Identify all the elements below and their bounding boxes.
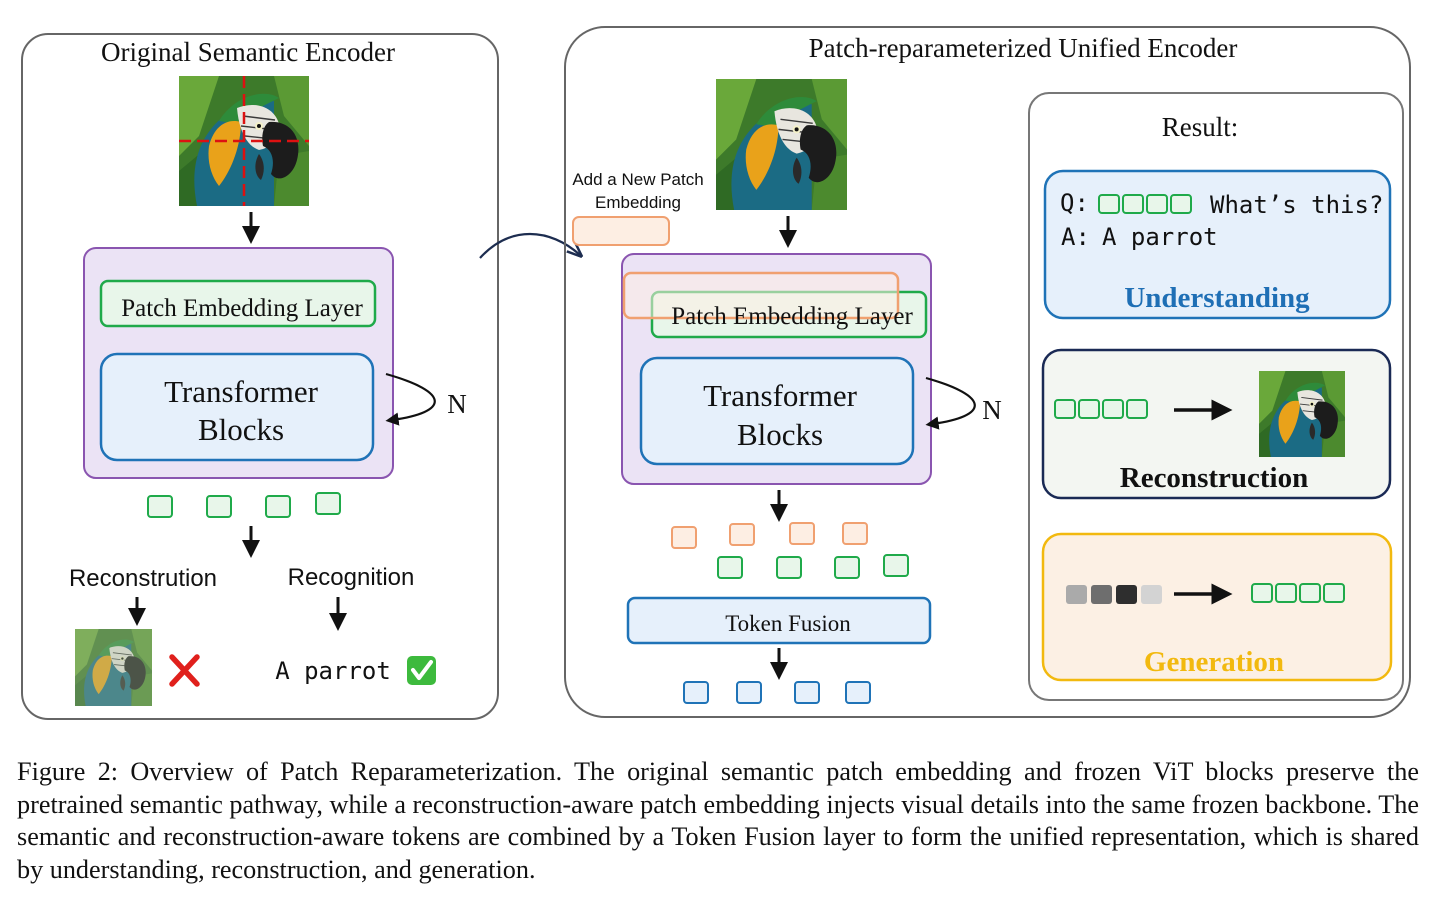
left-transformer-label-line1: Transformer — [164, 374, 319, 409]
green-token — [1323, 583, 1345, 603]
orange-token — [789, 522, 815, 545]
new-patch-label-line1: Add a New Patch — [572, 170, 703, 189]
left-patch-embedding-layer — [99, 279, 377, 328]
green-token — [776, 556, 802, 579]
understanding-question-prefix: Q: — [1060, 189, 1089, 217]
understanding-question-tokens — [1098, 194, 1192, 214]
green-token — [1122, 194, 1144, 214]
left-panel — [21, 33, 499, 720]
generation-noise-tokens — [1066, 585, 1162, 604]
red-cross-icon — [169, 654, 200, 687]
generation-card — [1041, 532, 1393, 682]
left-patch-embedding-label: Patch Embedding Layer — [121, 295, 363, 322]
generation-label: Generation — [1144, 646, 1284, 678]
left-token — [265, 495, 291, 518]
green-token — [834, 556, 860, 579]
figure-caption: Figure 2: Overview of Patch Reparameteri… — [17, 757, 1419, 884]
noise-token — [1066, 585, 1087, 604]
reconstruction-label: Reconstruction — [1120, 462, 1308, 494]
reconstruction-output-image — [1259, 371, 1345, 457]
green-token — [1098, 194, 1120, 214]
orange-token — [671, 526, 697, 549]
blue-token — [794, 681, 820, 704]
orange-token — [729, 523, 755, 546]
right-transformer-label-line2: Blocks — [737, 417, 823, 452]
right-repeat-loop — [925, 376, 976, 430]
green-token — [1146, 194, 1168, 214]
green-token — [717, 556, 743, 579]
left-reconstructed-image — [75, 629, 152, 706]
new-patch-label-line2: Embedding — [595, 193, 681, 212]
right-transformer-label-line1: Transformer — [703, 378, 858, 413]
right-input-image — [716, 78, 847, 211]
unified-tokens — [683, 681, 871, 704]
right-transformer-blocks — [639, 356, 915, 466]
left-panel-title: Original Semantic Encoder — [101, 37, 395, 67]
green-token — [1126, 399, 1148, 419]
left-token — [315, 492, 341, 515]
left-reconstruction-label: Reconstrution — [69, 565, 217, 592]
green-token — [1078, 399, 1100, 419]
left-transformer-label-line2: Blocks — [198, 412, 284, 447]
blue-token — [683, 681, 709, 704]
token-fusion-box — [626, 596, 932, 645]
green-token — [1299, 583, 1321, 603]
left-input-image — [179, 76, 309, 206]
green-token — [883, 554, 909, 577]
green-token — [1054, 399, 1076, 419]
left-semantic-tokens — [147, 492, 341, 518]
left-recognition-label: Recognition — [288, 564, 415, 591]
left-transformer-blocks — [99, 352, 375, 462]
green-check-icon — [407, 656, 436, 685]
left-repeat-loop — [385, 372, 436, 426]
result-panel-title: Result: — [1162, 112, 1239, 142]
blue-token — [736, 681, 762, 704]
right-panel — [564, 26, 1411, 718]
left-repeat-label: N — [447, 389, 467, 419]
right-panel-title: Patch-reparameterized Unified Encoder — [809, 33, 1238, 63]
new-patch-embedding-box — [572, 216, 670, 246]
noise-token — [1141, 585, 1162, 604]
reconstruction-aware-tokens — [671, 522, 868, 549]
left-token — [147, 495, 173, 518]
noise-token — [1116, 585, 1137, 604]
understanding-answer-prefix: A: — [1061, 223, 1090, 251]
noise-token — [1091, 585, 1112, 604]
blue-token — [845, 681, 871, 704]
green-token — [1251, 583, 1273, 603]
left-token — [206, 495, 232, 518]
understanding-answer-text: A parrot — [1102, 223, 1218, 251]
understanding-question-text: What’s this? — [1210, 191, 1383, 219]
left-recognition-result: A parrot — [275, 657, 391, 685]
result-panel — [1028, 92, 1404, 701]
right-repeat-label: N — [982, 395, 1002, 425]
token-fusion-label: Token Fusion — [725, 611, 851, 636]
generation-output-tokens — [1251, 583, 1345, 603]
green-token — [1275, 583, 1297, 603]
semantic-tokens — [717, 554, 909, 579]
architecture-diagram: Original Semantic Encoder Patch Embeddin… — [21, 26, 1411, 720]
panel-connector-arrow — [479, 232, 580, 258]
green-token — [1170, 194, 1192, 214]
right-patch-embedding-label: Patch Embedding Layer — [671, 303, 913, 330]
reconstruction-input-tokens — [1054, 399, 1148, 419]
understanding-label: Understanding — [1124, 282, 1310, 314]
reconstruction-patch-embedding-overlay — [622, 271, 900, 320]
green-token — [1102, 399, 1124, 419]
orange-token — [842, 522, 868, 545]
